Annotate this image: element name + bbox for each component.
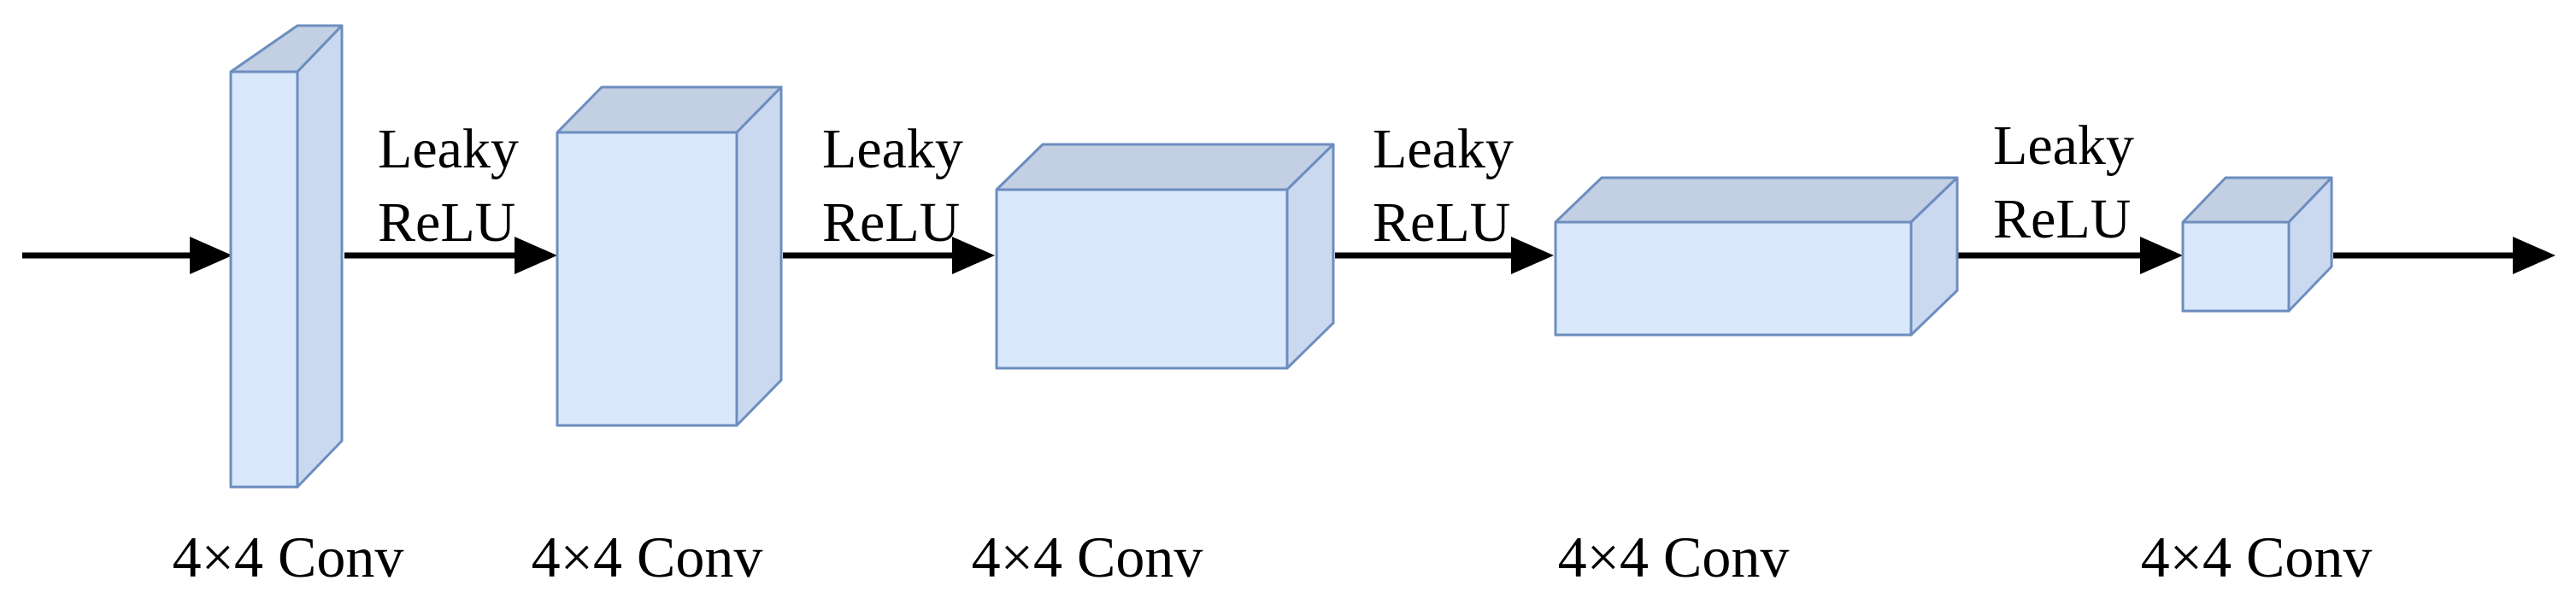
conv-block-4: [1554, 176, 1959, 337]
conv-block-2-front: [556, 131, 738, 427]
arrow-1-2: [344, 237, 557, 274]
activation-label-3: Leaky ReLU: [1373, 118, 1514, 254]
conv-block-5: [2181, 176, 2333, 313]
conv-label-4: 4×4 Conv: [1557, 525, 1790, 589]
activation-label-4: Leaky ReLU: [1993, 114, 2134, 250]
conv-block-5-front: [2181, 220, 2291, 313]
conv-block-4-top: [1554, 176, 1959, 224]
conv-block-2: [556, 85, 783, 427]
activation-label-2: Leaky ReLU: [822, 118, 963, 254]
conv-label-5: 4×4 Conv: [2140, 525, 2373, 589]
conv-label-3: 4×4 Conv: [971, 525, 1203, 589]
activation-label-1: Leaky ReLU: [378, 118, 519, 254]
input-arrow: [22, 237, 232, 274]
conv-block-4-front: [1554, 220, 1913, 337]
conv-block-3-front: [995, 188, 1289, 370]
conv-block-3: [995, 143, 1335, 370]
output-arrow: [2333, 237, 2555, 274]
conv-label-2: 4×4 Conv: [531, 525, 763, 589]
arrow-2-3: [783, 237, 995, 274]
arrows: [22, 237, 2555, 274]
arrow-3-4: [1335, 237, 1554, 274]
conv-block-1-front: [229, 70, 299, 489]
conv-block-2-side: [735, 85, 783, 427]
conv-block-1: [229, 24, 344, 489]
conv-block-3-top: [995, 143, 1335, 191]
conv-block-1-side: [296, 24, 344, 489]
arrow-4-5: [1957, 237, 2183, 274]
conv-label-1: 4×4 Conv: [172, 525, 404, 589]
